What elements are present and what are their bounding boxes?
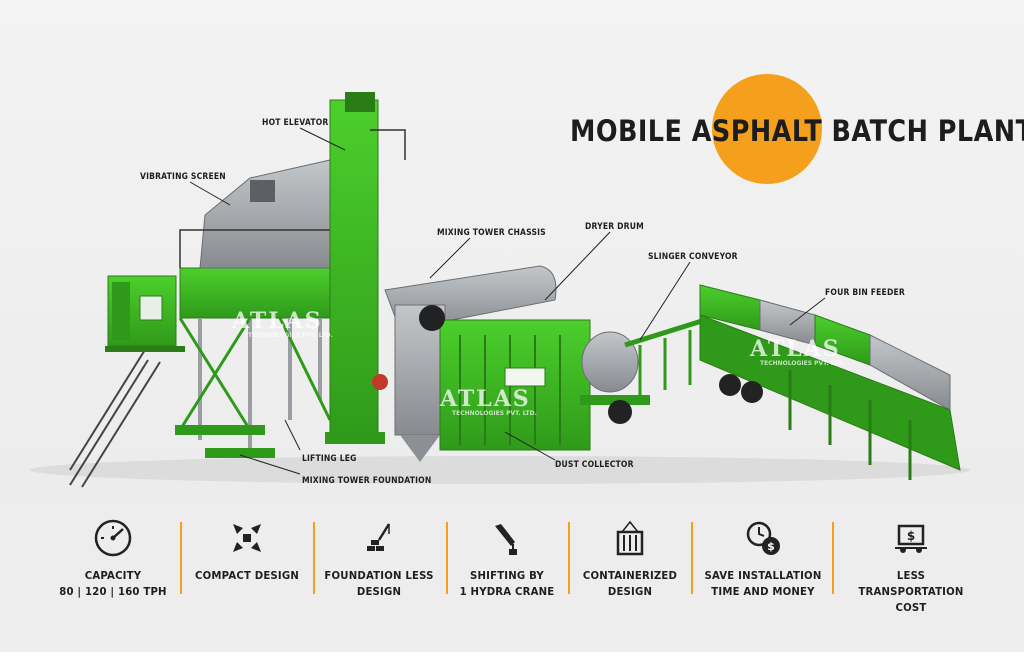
page-title: MOBILE ASPHALT BATCH PLANT [570, 114, 1024, 148]
dryer-and-dust-collector [372, 265, 650, 462]
callout-hot-elevator: HOT ELEVATOR [262, 118, 329, 128]
callout-slinger-conveyor: SLINGER CONVEYOR [648, 252, 738, 262]
callout-dust-collector: DUST COLLECTOR [555, 460, 634, 470]
callout-mixing-tower-chassis: MIXING TOWER CHASSIS [437, 228, 546, 238]
callout-dryer-drum: DRYER DRUM [585, 222, 644, 232]
feature-line1: SAVE INSTALLATION [704, 569, 822, 582]
foundation-crane-icon [359, 518, 399, 558]
feature-line2: 1 HYDRA CRANE [459, 585, 555, 598]
feature-save-installation: $ SAVE INSTALLATION TIME AND MONEY [698, 518, 828, 600]
feature-hydra-crane: SHIFTING BY 1 HYDRA CRANE [442, 518, 572, 600]
compress-arrows-icon [227, 518, 267, 558]
four-bin-feeder [699, 284, 961, 480]
truck-dollar-icon: $ [891, 518, 931, 558]
feature-line1: CONTAINERIZED [582, 569, 678, 582]
access-staircase [69, 344, 161, 488]
slinger-conveyor [624, 317, 706, 395]
asphalt-plant-illustration [30, 92, 970, 488]
feature-line1: CAPACITY [84, 569, 142, 582]
watermark-subtitle: TECHNOLOGIES PVT. LTD. [760, 360, 845, 367]
feature-line2: TIME AND MONEY [711, 585, 815, 598]
feature-compact-design: COMPACT DESIGN [182, 518, 312, 584]
feature-line2: COST [895, 601, 927, 614]
feature-containerized: CONTAINERIZED DESIGN [565, 518, 695, 600]
feature-separator [568, 522, 570, 594]
callout-lifting-leg: LIFTING LEG [302, 454, 357, 464]
mixing-tower [175, 159, 346, 458]
features-bar: CAPACITY 80 | 120 | 160 TPH COMPACT DESIG… [0, 500, 1024, 652]
svg-text:$: $ [767, 540, 775, 553]
feature-capacity: CAPACITY 80 | 120 | 160 TPH [48, 518, 178, 600]
control-cabin [105, 275, 185, 352]
container-icon [610, 518, 650, 558]
gauge-icon [93, 518, 133, 558]
feature-line2: DESIGN [356, 585, 402, 598]
feature-separator [313, 522, 315, 594]
hot-elevator [325, 92, 406, 444]
feature-line2: 80 | 120 | 160 TPH [59, 585, 167, 598]
feature-separator [832, 522, 834, 594]
watermark-logo: ATLAS [750, 336, 841, 362]
watermark-subtitle: TECHNOLOGIES PVT. LTD. [452, 410, 537, 417]
title-accent-circle [712, 74, 822, 184]
feature-separator [446, 522, 448, 594]
watermark-subtitle: TECHNOLOGIES PVT. LTD. [248, 332, 333, 339]
callout-leaders [189, 127, 826, 475]
feature-separator [180, 522, 182, 594]
crane-hook-icon [487, 518, 527, 558]
feature-line1: SHIFTING BY [470, 569, 544, 582]
feature-less-transportation: $ LESS TRANSPORTATION COST [846, 518, 976, 616]
callout-four-bin-feeder: FOUR BIN FEEDER [825, 288, 905, 298]
callout-vibrating-screen: VIBRATING SCREEN [140, 172, 226, 182]
callout-mixing-tower-foundation: MIXING TOWER FOUNDATION [302, 476, 432, 486]
feature-line2: DESIGN [607, 585, 653, 598]
feature-foundation-less: FOUNDATION LESS DESIGN [314, 518, 444, 600]
ground-shadow [30, 456, 970, 484]
watermark-logo: ATLAS [232, 308, 323, 334]
feature-line1: COMPACT DESIGN [194, 569, 299, 582]
watermark-logo: ATLAS [440, 386, 531, 412]
feature-line1: LESS TRANSPORTATION [858, 569, 964, 598]
feature-separator [691, 522, 693, 594]
feature-line1: FOUNDATION LESS [324, 569, 434, 582]
svg-text:$: $ [907, 529, 915, 543]
clock-money-icon: $ [743, 518, 783, 558]
